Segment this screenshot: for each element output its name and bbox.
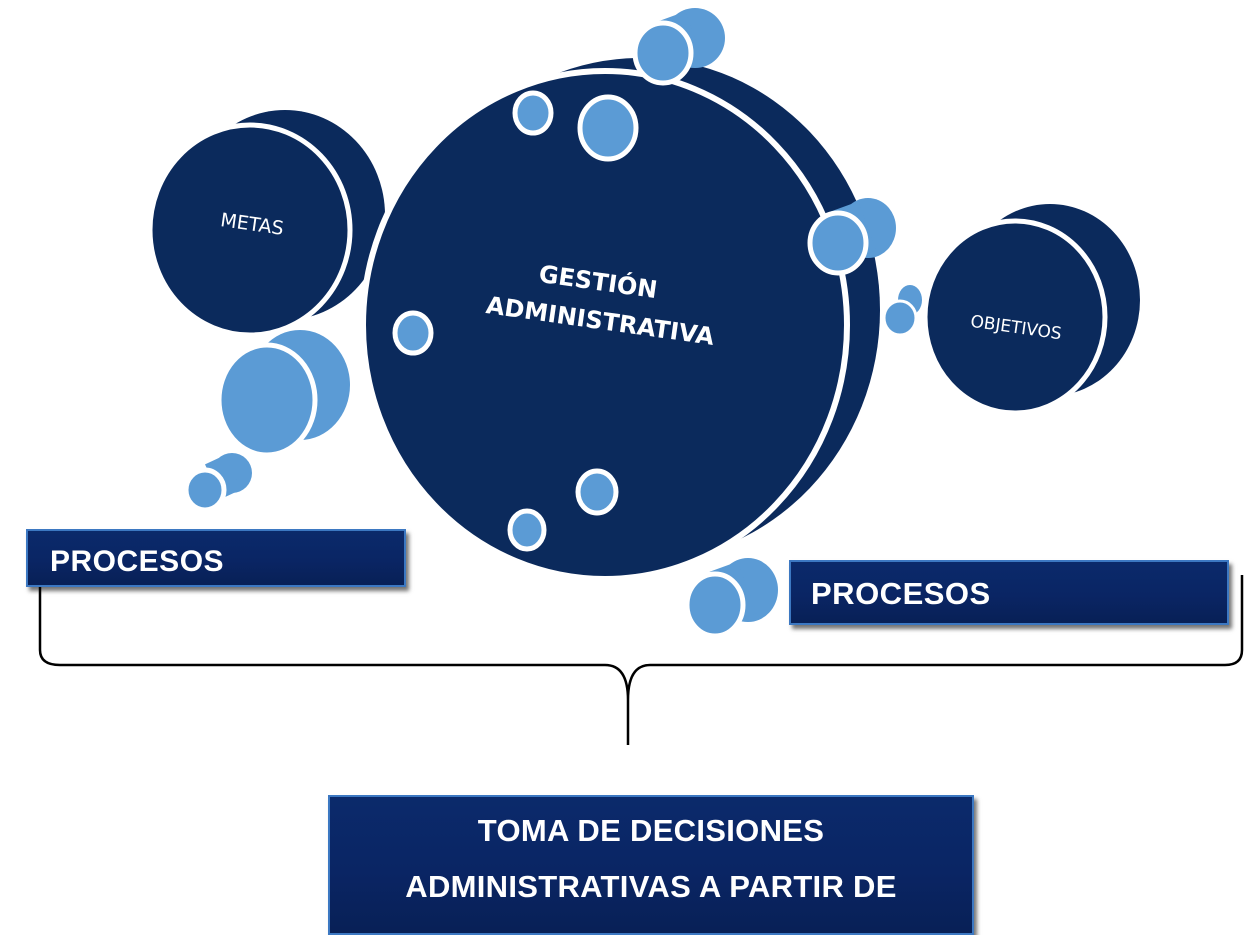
- decor-dot-5: [507, 508, 547, 552]
- decor-cylinder-right-edge: [807, 198, 896, 276]
- procesos-box-right: PROCESOS: [789, 560, 1229, 625]
- decor-dot-1: [512, 90, 554, 136]
- decor-dot-2: [577, 94, 639, 162]
- procesos-label-right: PROCESOS: [811, 576, 991, 611]
- procesos-box-left: PROCESOS: [26, 529, 406, 587]
- decor-cylinder-objetivos: [882, 285, 922, 337]
- curly-brace: [38, 575, 1244, 745]
- gestion-circle: GESTIÓN ADMINISTRATIVA: [360, 58, 880, 582]
- toma-decisiones-line1: TOMA DE DECISIONES: [477, 813, 825, 848]
- decor-cylinder-bottom-right: [684, 558, 778, 639]
- decor-dot-3: [392, 310, 434, 356]
- procesos-label-left: PROCESOS: [50, 545, 225, 578]
- decor-cylinder-top: [632, 8, 725, 86]
- toma-decisiones-line2: ADMINISTRATIVAS A PARTIR DE: [405, 869, 897, 904]
- toma-decisiones-box: TOMA DE DECISIONES ADMINISTRATIVAS A PAR…: [328, 795, 974, 935]
- objetivos-circle: OBJETIVOS: [922, 204, 1140, 416]
- decorative-cylinders: [183, 8, 922, 639]
- decor-cylinder-left-big: [216, 330, 350, 458]
- decor-cylinder-left-small: [183, 453, 252, 513]
- decor-dot-4: [575, 468, 619, 516]
- metas-circle: METAS: [147, 110, 385, 338]
